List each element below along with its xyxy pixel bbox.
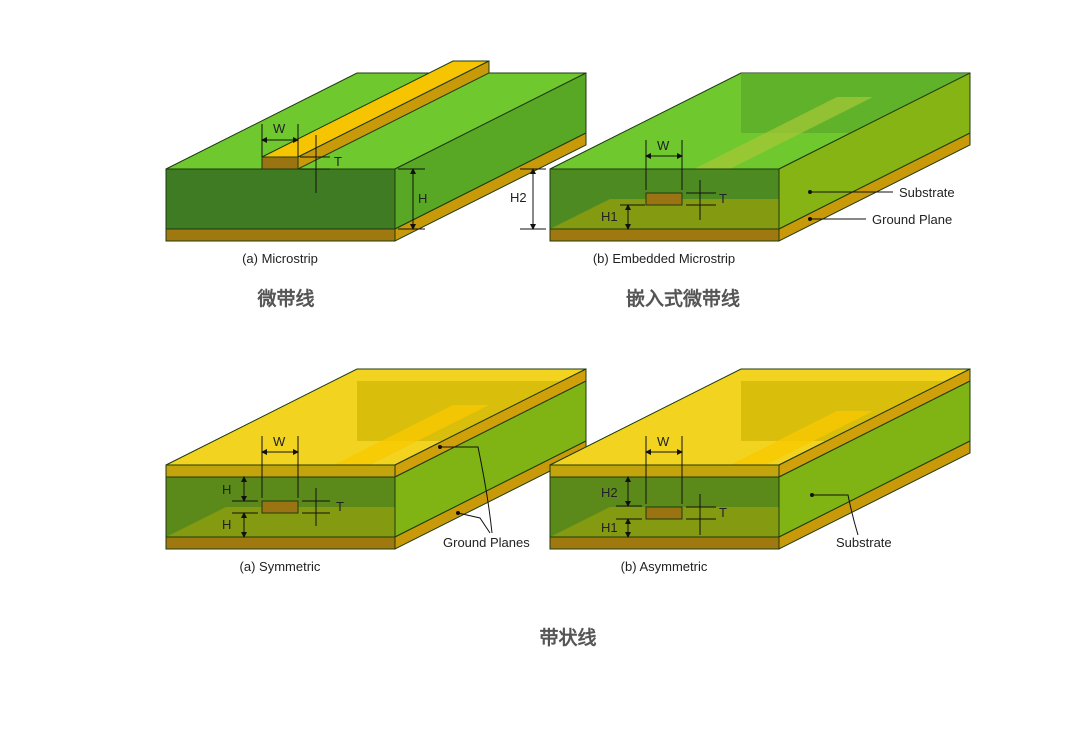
callout-substrate: Substrate (836, 535, 892, 550)
dim-h1: H1 (601, 520, 618, 535)
caption-symmetric: (a) Symmetric (240, 559, 321, 574)
embedded-microstrip-figure: W T H1 H2 Substrate Ground Plane (510, 72, 971, 242)
signal-trace (261, 500, 299, 514)
signal-trace (645, 192, 683, 206)
dim-t: T (719, 191, 727, 206)
dim-h2: H2 (510, 190, 527, 205)
asymmetric-stripline-figure: W H2 H1 T Substrate (549, 368, 971, 550)
dim-h-lower: H (222, 517, 231, 532)
symmetric-stripline-figure: W H H T Ground Planes (165, 368, 587, 550)
dim-w: W (273, 121, 286, 136)
dim-w: W (657, 138, 670, 153)
dim-w: W (657, 434, 670, 449)
caption-embedded-microstrip: (b) Embedded Microstrip (593, 251, 735, 266)
signal-trace (645, 506, 683, 520)
callout-ground-plane: Ground Plane (872, 212, 952, 227)
signal-trace (261, 156, 299, 170)
title-embedded-microstrip: 嵌入式微带线 (626, 287, 740, 310)
dim-h2: H2 (601, 485, 618, 500)
caption-asymmetric: (b) Asymmetric (621, 559, 708, 574)
dim-w: W (273, 434, 286, 449)
callout-ground-planes: Ground Planes (443, 535, 530, 550)
dim-t: T (719, 505, 727, 520)
caption-microstrip: (a) Microstrip (242, 251, 318, 266)
callout-substrate: Substrate (899, 185, 955, 200)
dim-h: H (418, 191, 427, 206)
dim-h-upper: H (222, 482, 231, 497)
dim-t: T (334, 154, 342, 169)
title-microstrip: 微带线 (256, 287, 314, 310)
microstrip-figure: W T H (165, 60, 587, 242)
dim-h1: H1 (601, 209, 618, 224)
title-stripline: 带状线 (539, 626, 596, 649)
dim-t: T (336, 499, 344, 514)
